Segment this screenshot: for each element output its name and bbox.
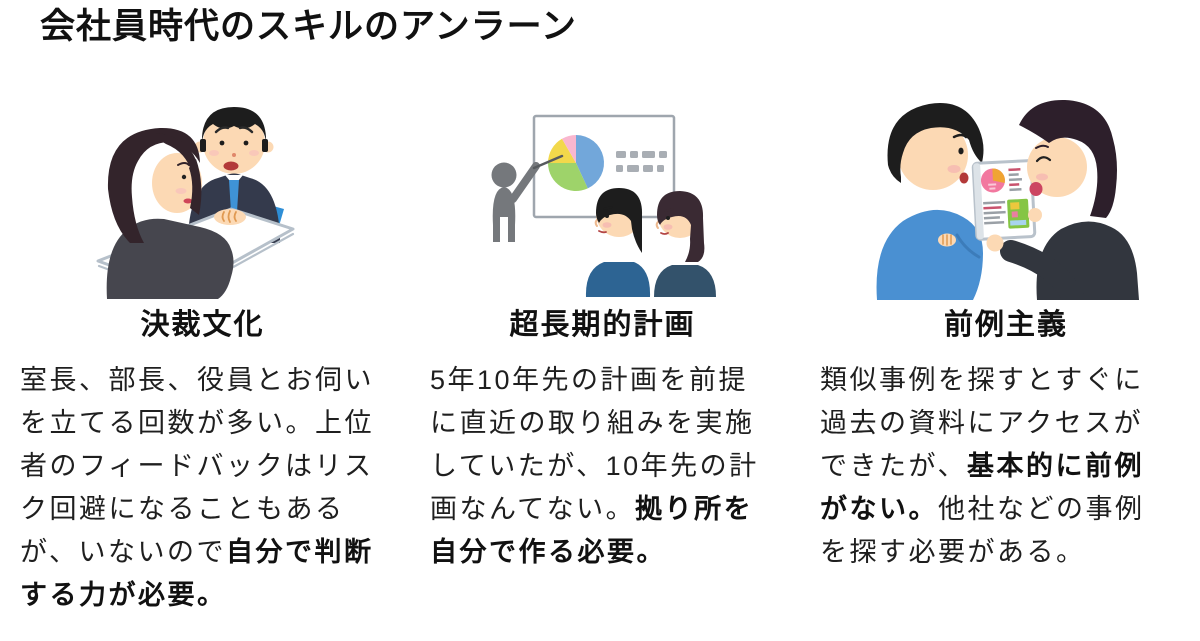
column-paragraph-approval-culture: 室長、部長、役員とお伺い を立てる回数が多い。上位 者のフィードバックはリス ク…: [20, 359, 385, 617]
tablet-green-chart: [1007, 198, 1030, 229]
emphasis-text: 拠り所を 自分で作る必要。: [430, 493, 754, 567]
woman-figure: [106, 127, 233, 299]
tablet-illustration-svg: [876, 99, 1139, 300]
column-paragraph-long-term-planning: 5年10年先の計画を前提 に直近の取り組みを実施 していたが、10年先の計 画な…: [430, 359, 775, 574]
tablet-review-illustration: [820, 85, 1192, 300]
audience-man: [585, 188, 650, 297]
presentation-illustration-svg: [491, 114, 716, 297]
page-title: 会社員時代のスキルのアンラーン: [40, 7, 577, 46]
column-approval-culture: 決裁文化 室長、部長、役員とお伺い を立てる回数が多い。上位 者のフィードバック…: [20, 85, 385, 617]
pointer-stick: [532, 154, 563, 170]
body-text: 5年10年先の計画を前提 に直近の取り組みを実施 していたが、10年先の計 画な…: [430, 364, 759, 524]
clasped-hands: [213, 209, 246, 225]
column-heading-long-term-planning: 超長期的計画: [509, 309, 696, 341]
column-heading-approval-culture: 決裁文化: [140, 309, 265, 341]
presenter-silhouette: [491, 154, 563, 242]
pie-chart: [547, 135, 604, 192]
body-text: 類似事例を探すとすぐに 過去の資料にアクセスが できたが、: [820, 364, 1144, 481]
column-long-term-planning: 超長期的計画 5年10年先の計画を前提 に直近の取り組みを実施 していたが、10…: [430, 85, 775, 617]
emphasis-text: 自分で判断 する力が必要。: [20, 536, 374, 610]
meeting-illustration-svg: [96, 107, 294, 299]
board-text-placeholder: [615, 151, 667, 172]
body-text: 室長、部長、役員とお伺い を立てる回数が多い。上位 者のフィードバックはリス ク…: [20, 364, 374, 567]
column-paragraph-precedent-principle: 類似事例を探すとすぐに 過去の資料にアクセスが できたが、基本的に前例 がない。…: [820, 359, 1192, 574]
tablet-pie-chart: [980, 168, 1005, 193]
column-precedent-principle: 前例主義 類似事例を探すとすぐに 過去の資料にアクセスが できたが、基本的に前例…: [820, 85, 1192, 617]
body-text: 他社などの事例 を探す必要がある。: [820, 493, 1145, 567]
audience-woman: [653, 191, 716, 297]
presentation-pie-chart-illustration: [430, 85, 775, 300]
columns-container: 決裁文化 室長、部長、役員とお伺い を立てる回数が多い。上位 者のフィードバック…: [0, 85, 1200, 617]
meeting-consultation-illustration: [20, 85, 385, 300]
tablet-text-lines: [983, 168, 1023, 225]
blue-sweater-man: [876, 103, 984, 300]
tablet-woman: [986, 99, 1139, 300]
emphasis-text: 基本的に前例 がない。: [820, 450, 1144, 524]
page: 会社員時代のスキルのアンラーン: [0, 6, 1200, 641]
column-heading-precedent-principle: 前例主義: [943, 309, 1068, 341]
tablet-device: [971, 159, 1037, 241]
